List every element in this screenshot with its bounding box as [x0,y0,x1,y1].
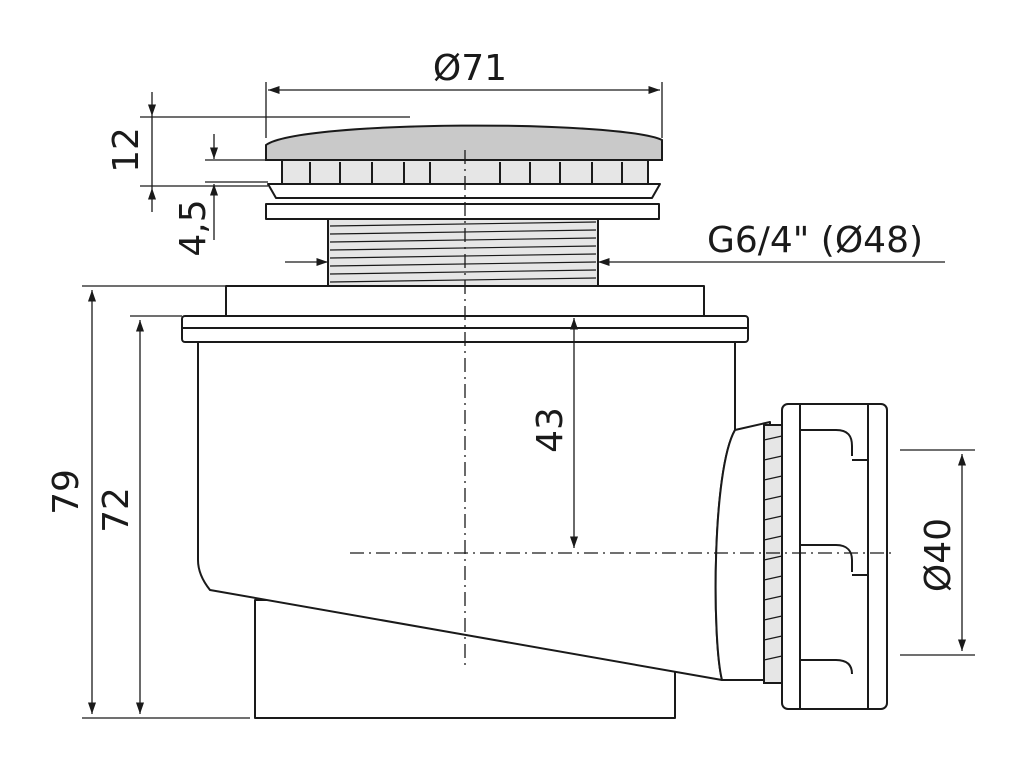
drain-cap [265,124,663,185]
dimension-total-height: 79 [46,285,250,719]
label-cap-height: 12 [106,127,147,173]
drain-body [197,341,771,719]
outlet-nut [781,403,888,710]
label-total-height: 79 [46,469,87,515]
clamping-plate [265,203,660,220]
dimension-body-height: 72 [96,315,182,714]
dimension-cap-diameter: Ø71 [265,48,663,138]
cap-skirt [267,183,661,199]
label-body-height: 72 [96,487,137,533]
outlet-thread [763,424,783,684]
label-thread-spec: G6/4" (Ø48) [707,220,923,261]
dimension-thread: G6/4" (Ø48) [285,220,945,267]
label-cap-diameter: Ø71 [433,48,507,89]
dimension-cap-gap: 4,5 [173,134,268,257]
threaded-neck [327,217,599,287]
label-cap-gap: 4,5 [173,199,214,256]
label-outlet-diameter: Ø40 [918,518,959,592]
outlet-neck [714,421,771,681]
label-outlet-axis: 43 [530,407,571,453]
dimension-outlet-axis: 43 [530,318,579,548]
dimension-cap-height: 12 [106,92,410,212]
dimension-outlet-diameter: Ø40 [900,449,975,656]
